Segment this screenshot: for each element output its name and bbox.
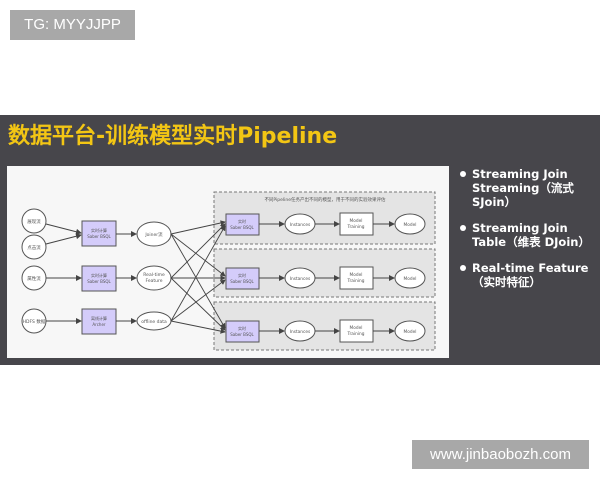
watermark-top-left: TG: MYYJJPP	[10, 10, 135, 40]
processor-label: 实时计算	[91, 272, 107, 278]
intermediate-label: Feature	[145, 278, 162, 284]
pipeline-note: 不同Pipeline任务产出不同的模型，用于不同的实验效果评估	[264, 196, 386, 203]
intermediate-label: Real-time	[143, 272, 165, 278]
processor-label: Saber BSQL	[87, 279, 111, 284]
bullet-text: Streaming Join Table（维表 DJoin）	[472, 221, 590, 249]
intermediate-label: offline data	[141, 319, 167, 325]
bullet-item: Streaming Join Table（维表 DJoin）	[458, 221, 598, 249]
pipeline-processor-label: 实时	[238, 325, 246, 331]
bullet-text: Streaming Join Streaming（流式SJoin）	[472, 167, 574, 209]
bullet-item: Streaming Join Streaming（流式SJoin）	[458, 167, 598, 209]
pipeline-processor-label: Saber BSQL	[230, 279, 254, 284]
pipeline-row-1: 实时 Saber BSQL Instances Model Training M…	[225, 212, 426, 236]
instances-label: Instances	[290, 276, 311, 282]
mesh-connections	[170, 220, 226, 334]
training-label: Model	[350, 272, 363, 278]
source-label: 展现流	[27, 218, 41, 225]
training-label: Training	[347, 224, 365, 230]
source-label: 属性流	[27, 275, 41, 282]
bullet-dot-icon	[460, 225, 466, 231]
instances-label: Instances	[290, 222, 311, 228]
bullet-text: Real-time Feature（实时特征）	[472, 261, 589, 289]
processor-label: 实时计算	[91, 227, 107, 233]
pipeline-processor-label: Saber BSQL	[230, 225, 254, 230]
training-label: Training	[347, 278, 365, 284]
training-label: Model	[350, 325, 363, 331]
training-label: Model	[350, 218, 363, 224]
intermediate-label: Joiner流	[144, 231, 163, 238]
model-label: Model	[404, 276, 417, 282]
bullet-dot-icon	[460, 171, 466, 177]
pipeline-diagram: 不同Pipeline任务产出不同的模型，用于不同的实验效果评估 展现流 点击流 …	[7, 166, 449, 358]
processor-nodes: 实时计算 Saber BSQL 实时计算 Saber BSQL 离线计算 Arc…	[81, 220, 117, 335]
pipeline-row-3: 实时 Saber BSQL Instances Model Training M…	[225, 319, 426, 343]
model-label: Model	[404, 222, 417, 228]
processor-label: Archer	[92, 322, 105, 327]
processor-label: Saber BSQL	[87, 234, 111, 239]
slide-title: 数据平台-训练模型实时Pipeline	[8, 124, 338, 149]
intermediate-nodes: Joiner流 Real-time Feature offline data	[136, 221, 172, 331]
bullet-list: Streaming Join Streaming（流式SJoin） Stream…	[458, 167, 598, 301]
watermark-bottom-right: www.jinbaobozh.com	[412, 440, 589, 469]
source-label: 点击流	[27, 244, 41, 251]
bullet-item: Real-time Feature（实时特征）	[458, 261, 598, 289]
pipeline-processor-label: Saber BSQL	[230, 332, 254, 337]
source-label: HDFS 数据	[23, 318, 46, 325]
source-nodes: 展现流 点击流 属性流 HDFS 数据	[21, 208, 47, 334]
slide: 数据平台-训练模型实时Pipeline 不同Pipeline任务产出不同的模型，…	[0, 115, 600, 365]
training-label: Training	[347, 331, 365, 337]
pipeline-row-2: 实时 Saber BSQL Instances Model Training M…	[225, 266, 426, 290]
diagram-canvas: 不同Pipeline任务产出不同的模型，用于不同的实验效果评估 展现流 点击流 …	[21, 191, 436, 351]
pipeline-processor-label: 实时	[238, 272, 246, 278]
processor-label: 离线计算	[91, 315, 107, 321]
instances-label: Instances	[290, 329, 311, 335]
bullet-dot-icon	[460, 265, 466, 271]
pipeline-processor-label: 实时	[238, 218, 246, 224]
model-label: Model	[404, 329, 417, 335]
